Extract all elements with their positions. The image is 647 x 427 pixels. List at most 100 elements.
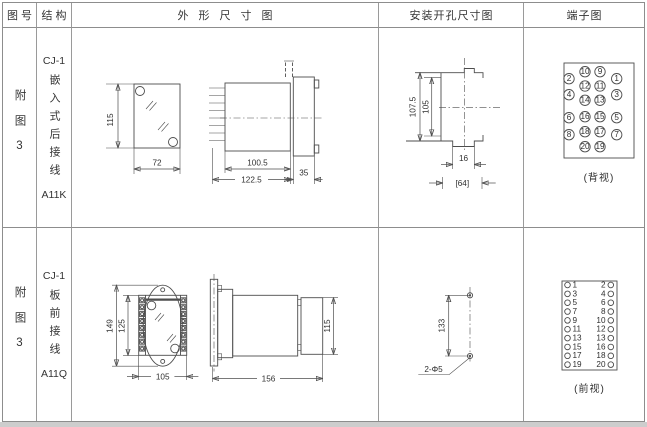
rear-view-label: (背视) xyxy=(584,171,615,184)
svg-text:15: 15 xyxy=(595,112,605,121)
svg-text:2: 2 xyxy=(601,280,606,289)
fig-no-label: 附图3 xyxy=(13,286,26,363)
dim-flange-depth: 35 xyxy=(299,169,309,178)
svg-text:8: 8 xyxy=(567,130,572,139)
svg-text:18: 18 xyxy=(580,127,590,136)
svg-text:2: 2 xyxy=(567,74,572,83)
svg-text:16: 16 xyxy=(596,342,606,351)
dashed-stud xyxy=(285,61,293,77)
svg-text:16: 16 xyxy=(580,112,590,121)
dim-inner-height: 105 xyxy=(422,100,431,114)
svg-text:11: 11 xyxy=(596,81,605,90)
svg-text:5: 5 xyxy=(573,298,578,307)
svg-text:8: 8 xyxy=(601,307,606,316)
outline-cell-a11q: 149 125 105 xyxy=(72,228,379,421)
mount-label: 嵌入式后接线 xyxy=(48,73,60,182)
header-terminal: 端子图 xyxy=(524,3,644,28)
outline-drawing-a11k: 115 72 xyxy=(106,60,324,185)
header-structure: 结构 xyxy=(37,3,72,28)
svg-text:12: 12 xyxy=(596,325,606,334)
terminal-pins xyxy=(209,87,225,141)
dim-outer-height: 107.5 xyxy=(409,96,418,117)
dimension-table: 图号 结构 外形尺寸图 安装开孔尺寸图 端子图 附图3 CJ-1 嵌入式后接线 … xyxy=(2,2,645,422)
model-label: CJ-1 xyxy=(42,269,66,282)
cutout-bottom xyxy=(406,135,484,147)
svg-text:9: 9 xyxy=(573,316,578,325)
svg-text:14: 14 xyxy=(580,96,590,105)
leader-line xyxy=(418,357,471,375)
svg-text:18: 18 xyxy=(596,351,606,360)
page-bottom-strip xyxy=(0,422,647,427)
svg-text:20: 20 xyxy=(596,360,606,369)
structure-a11k: CJ-1 嵌入式后接线 A11K xyxy=(37,28,72,228)
cutout-top xyxy=(415,68,484,78)
svg-text:13: 13 xyxy=(573,334,583,343)
svg-text:17: 17 xyxy=(595,127,605,136)
fig-no-a11k: 附图3 xyxy=(3,28,37,228)
terminal-strip-left xyxy=(139,297,146,352)
svg-text:9: 9 xyxy=(598,67,603,76)
svg-text:1: 1 xyxy=(573,280,578,289)
model-label: CJ-1 xyxy=(42,54,66,67)
code-label: A11Q xyxy=(40,367,68,380)
dim-front-width: 72 xyxy=(152,159,162,168)
code-label: A11K xyxy=(41,188,67,201)
dim-outer-height: 149 xyxy=(106,319,115,333)
structure-a11q: CJ-1 板前接线 A11Q xyxy=(37,228,72,421)
dim-opening-width: [64] xyxy=(455,179,469,188)
hatch-mark xyxy=(166,333,177,343)
svg-text:15: 15 xyxy=(573,342,583,351)
front-view-a11q: 149 125 105 xyxy=(106,285,199,381)
front-view-label: (前视) xyxy=(574,382,605,395)
svg-text:13: 13 xyxy=(596,334,606,343)
dim-body-depth: 100.5 xyxy=(247,159,268,168)
svg-text:20: 20 xyxy=(580,142,590,151)
svg-text:13: 13 xyxy=(595,96,605,105)
hatch-mark xyxy=(145,100,157,111)
svg-text:5: 5 xyxy=(614,113,619,122)
hole-spec-label: 2-Φ5 xyxy=(424,365,443,374)
side-view-a11q: 156 115 xyxy=(209,274,338,383)
svg-text:1: 1 xyxy=(614,74,619,83)
svg-text:7: 7 xyxy=(614,130,619,139)
svg-text:3: 3 xyxy=(573,289,578,298)
outline-drawing-a11q: 149 125 105 xyxy=(106,274,338,383)
mount-label: 板前接线 xyxy=(48,288,60,361)
svg-text:4: 4 xyxy=(601,289,606,298)
dim-hole-spacing: 133 xyxy=(438,318,447,332)
dim-notch-width: 16 xyxy=(459,154,469,163)
front-view-a11k: 115 72 xyxy=(106,84,180,174)
svg-text:10: 10 xyxy=(596,316,606,325)
hatch-mark xyxy=(154,312,165,322)
svg-text:6: 6 xyxy=(601,298,606,307)
header-install: 安装开孔尺寸图 xyxy=(379,3,524,28)
dim-front-height: 115 xyxy=(106,113,115,126)
hatch-mark xyxy=(157,121,169,132)
svg-text:4: 4 xyxy=(567,90,572,99)
svg-text:6: 6 xyxy=(567,113,572,122)
svg-text:11: 11 xyxy=(573,325,582,334)
dim-front-width: 105 xyxy=(156,372,170,381)
outline-cell-a11k: 115 72 xyxy=(72,28,379,228)
svg-text:19: 19 xyxy=(595,142,605,151)
dim-total-depth: 122.5 xyxy=(241,176,262,185)
dim-inner-height: 125 xyxy=(118,319,127,333)
svg-text:17: 17 xyxy=(573,351,583,360)
dim-rear-height: 115 xyxy=(323,319,332,332)
svg-text:19: 19 xyxy=(573,360,583,369)
dim-total-depth: 156 xyxy=(262,374,276,383)
install-drawing-a11q: 133 2-Φ5 xyxy=(418,287,474,375)
header-fig-no: 图号 xyxy=(3,3,37,28)
install-drawing-a11k: 107.5 105 16 [64] xyxy=(406,58,501,189)
svg-text:12: 12 xyxy=(580,81,590,90)
fig-no-label: 附图3 xyxy=(13,89,26,166)
side-view-a11k: 100.5 122.5 35 xyxy=(209,60,324,185)
terminal-strip-right xyxy=(180,297,187,352)
fig-no-a11q: 附图3 xyxy=(3,228,37,421)
